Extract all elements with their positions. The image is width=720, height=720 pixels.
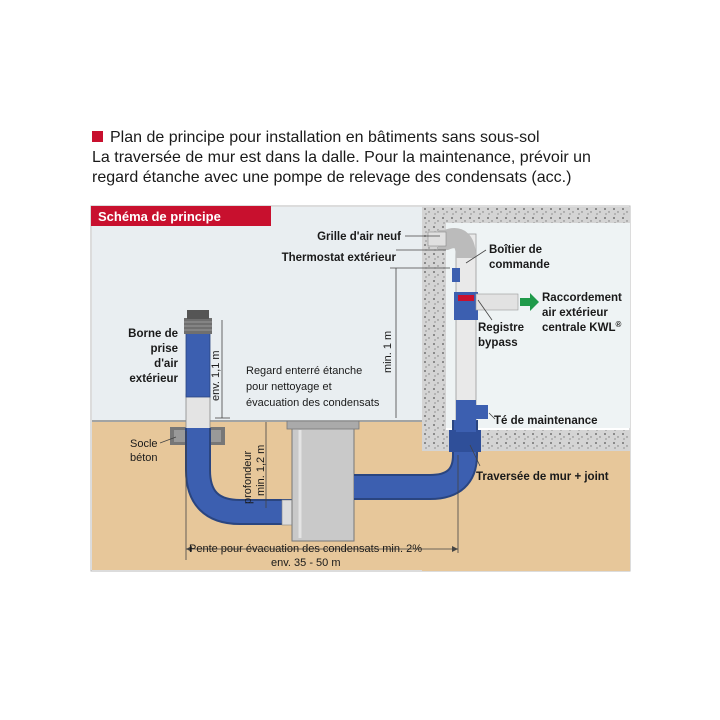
- label-profondeur-2: min. 1,2 m: [255, 445, 267, 496]
- label-borne-1: Borne de: [128, 328, 178, 340]
- raccordement-3-text: centrale KWL: [542, 322, 616, 334]
- badge-bg: [91, 206, 271, 226]
- registered-mark: ®: [616, 320, 622, 329]
- label-borne-3: d'air: [154, 358, 178, 370]
- schema-badge: Schéma de principe: [98, 209, 221, 224]
- title-text: Plan de principe pour installation en bâ…: [110, 129, 540, 146]
- label-regard-3: évacuation des condensats: [246, 397, 380, 409]
- label-registre-1: Registre: [478, 322, 524, 334]
- buried-pipe-right: [354, 420, 476, 498]
- indoor-pipe: [455, 233, 477, 421]
- label-boitier-2: commande: [489, 259, 550, 271]
- header-subtitle-2: regard étanche avec une pompe de relevag…: [92, 169, 572, 186]
- label-grille: Grille d'air neuf: [317, 231, 401, 243]
- floor-slab: [446, 430, 630, 451]
- label-env-distance: env. 35 - 50 m: [271, 557, 341, 569]
- header: Plan de principe pour installation en bâ…: [92, 128, 652, 188]
- control-box: [452, 268, 460, 282]
- label-borne-2: prise: [151, 343, 179, 355]
- label-raccordement-1: Raccordement: [542, 292, 622, 304]
- label-borne-4: extérieur: [129, 373, 178, 385]
- label-boitier-1: Boîtier de: [489, 244, 542, 256]
- label-regard-1: Regard enterré étanche: [246, 365, 362, 377]
- label-profondeur-1: profondeur: [242, 450, 254, 504]
- header-title: Plan de principe pour installation en bâ…: [92, 128, 652, 148]
- label-pente: Pente pour évacuation des condensats min…: [189, 543, 422, 555]
- label-raccordement-3: centrale KWL®: [542, 320, 622, 334]
- maintenance-tee: [476, 405, 488, 419]
- red-square-icon: [92, 131, 103, 142]
- label-traversee: Traversée de mur + joint: [476, 471, 609, 483]
- green-arrow-icon: [520, 293, 539, 311]
- label-socle-2: béton: [130, 452, 158, 464]
- label-socle-1: Socle: [130, 438, 158, 450]
- intake-pipe: [185, 328, 211, 398]
- label-thermostat: Thermostat extérieur: [282, 252, 397, 264]
- label-regard-2: pour nettoyage et: [246, 381, 332, 393]
- roof-slab: [446, 207, 630, 223]
- sky-area: [92, 226, 422, 422]
- label-min-1m: min. 1 m: [382, 331, 394, 373]
- label-te-maintenance: Té de maintenance: [494, 415, 598, 427]
- label-raccordement-2: air extérieur: [542, 307, 608, 319]
- label-registre-2: bypass: [478, 337, 518, 349]
- label-env-height: env. 1,1 m: [210, 350, 222, 401]
- buried-pipe-left: [187, 428, 296, 523]
- header-subtitle-1: La traversée de mur est dans la dalle. P…: [92, 149, 591, 166]
